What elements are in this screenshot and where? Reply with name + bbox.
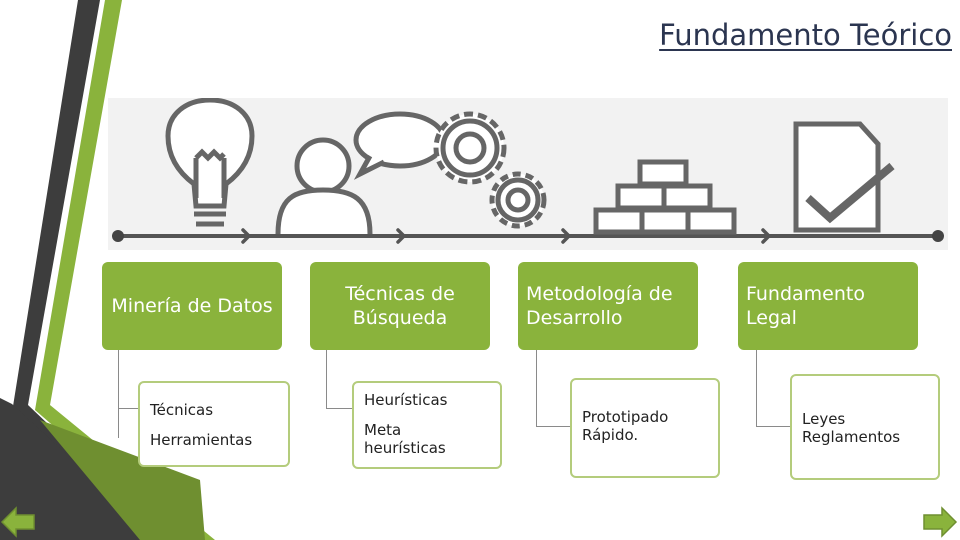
connector [756,350,793,427]
next-slide-button[interactable] [920,506,958,538]
arrow-right-icon [923,506,958,538]
process-illustration [108,98,948,250]
connector [326,350,357,409]
subitem-label: Herramientas [150,431,253,449]
arrow-left-icon [0,506,35,538]
subitems-mineria-datos: Técnicas Herramientas [138,381,290,467]
category-label: Técnicas de Búsqueda [345,283,455,329]
subitem-label: Reglamentos [802,428,901,446]
category-label: Minería de Datos [111,295,273,317]
category-metodologia-desarrollo: Metodología de Desarrollo [518,262,698,350]
brick-wall-icon [593,159,737,235]
lightbulb-icon [165,98,255,227]
connector [536,350,573,427]
category-fundamento-legal: Fundamento Legal [738,262,918,350]
category-tecnicas-busqueda: Técnicas de Búsqueda [310,262,490,350]
page-title: Fundamento Teórico [659,18,952,52]
previous-slide-button[interactable] [0,506,38,538]
person-thinking-icon [275,111,447,235]
subitems-fundamento-legal: Leyes Reglamentos [790,374,940,480]
connector [118,350,141,438]
gears-icon [433,111,547,229]
category-label: Metodología de Desarrollo [526,283,673,329]
checked-document-icon [793,121,895,233]
subitems-tecnicas-busqueda: Heurísticas Meta heurísticas [352,381,502,469]
subitem-label: Prototipado Rápido. [582,408,669,444]
category-mineria-datos: Minería de Datos [102,262,282,350]
subitem-label: Meta heurísticas [364,421,446,457]
subitem-label: Heurísticas [364,391,448,409]
category-label: Fundamento Legal [746,283,865,329]
subitem-label: Leyes [802,410,846,428]
subitem-label: Técnicas [150,401,214,419]
subitems-metodologia-desarrollo: Prototipado Rápido. [570,378,720,478]
